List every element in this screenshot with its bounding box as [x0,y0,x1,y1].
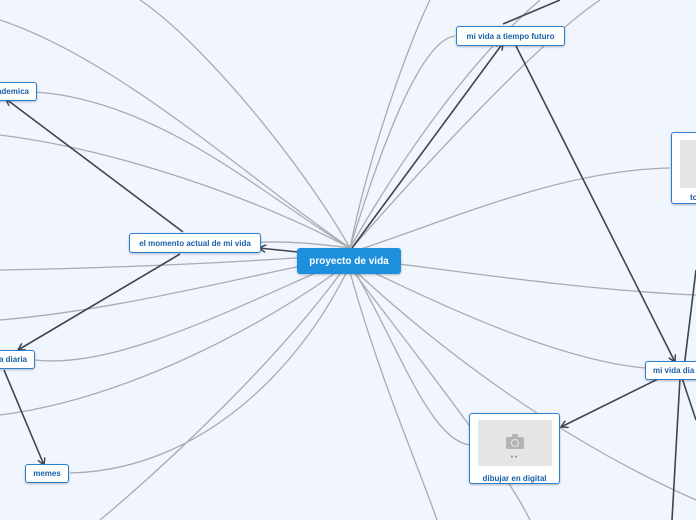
topic-node-academica[interactable]: ademica [0,82,37,101]
relation-curve [351,261,646,369]
arrow-link [671,377,681,520]
relation-curve [351,267,696,501]
topic-node-momento-actual[interactable]: el momento actual de mi vida [129,233,261,253]
pager-dots: ●● [510,454,519,460]
arrow-link [351,43,503,249]
relation-curve [349,0,431,249]
topic-label: ademica [0,87,29,96]
relation-curve [34,257,351,362]
topic-node-mi-vida-diaria[interactable]: mi vida dia [645,361,696,380]
arrow-link [3,369,44,465]
root-topic-label: proyecto de vida [309,255,389,267]
relation-curve [351,167,671,253]
root-topic-node[interactable]: proyecto de vida [297,248,401,274]
arrow-link [18,253,181,350]
arrow-link [6,99,184,233]
relation-curve [351,265,471,446]
relation-curve [0,261,351,416]
topic-label: memes [33,469,61,478]
relation-curve [349,35,456,249]
topic-node-image-card[interactable]: to [671,132,696,204]
image-placeholder: ●● [477,420,552,466]
topic-label: to [690,193,696,202]
topic-node-memes[interactable]: memes [25,464,69,483]
topic-label: mi vida a tiempo futuro [466,31,555,41]
topic-node-dibujar-digital[interactable]: ●● dibujar en digital [469,413,560,484]
arrow-link [259,248,299,253]
relation-curve [139,0,351,249]
arrow-link [681,377,696,421]
relation-curve [351,257,696,296]
relation-curve [34,91,351,249]
relation-curve [349,0,541,249]
relation-curve [0,134,351,249]
relation-curve [99,259,351,520]
topic-node-mi-vida-futuro[interactable]: mi vida a tiempo futuro [456,26,565,46]
topic-label: mi vida dia [653,366,695,375]
topic-label: a diaria [0,355,27,364]
arrow-link [682,269,696,377]
arrow-link [515,45,675,362]
topic-node-vida-diaria-left[interactable]: a diaria [0,350,35,369]
relation-curve [351,269,531,520]
camera-icon [505,434,524,449]
topic-label: el momento actual de mi vida [139,238,251,248]
topic-label: dibujar en digital [482,474,547,483]
relation-curve [69,264,351,474]
image-placeholder [680,140,696,188]
relation-curve [0,19,351,249]
relation-curve [349,271,438,520]
arrow-links [3,0,696,520]
relation-curve [351,0,601,249]
arrow-link [502,0,561,25]
arrow-link [561,377,661,427]
